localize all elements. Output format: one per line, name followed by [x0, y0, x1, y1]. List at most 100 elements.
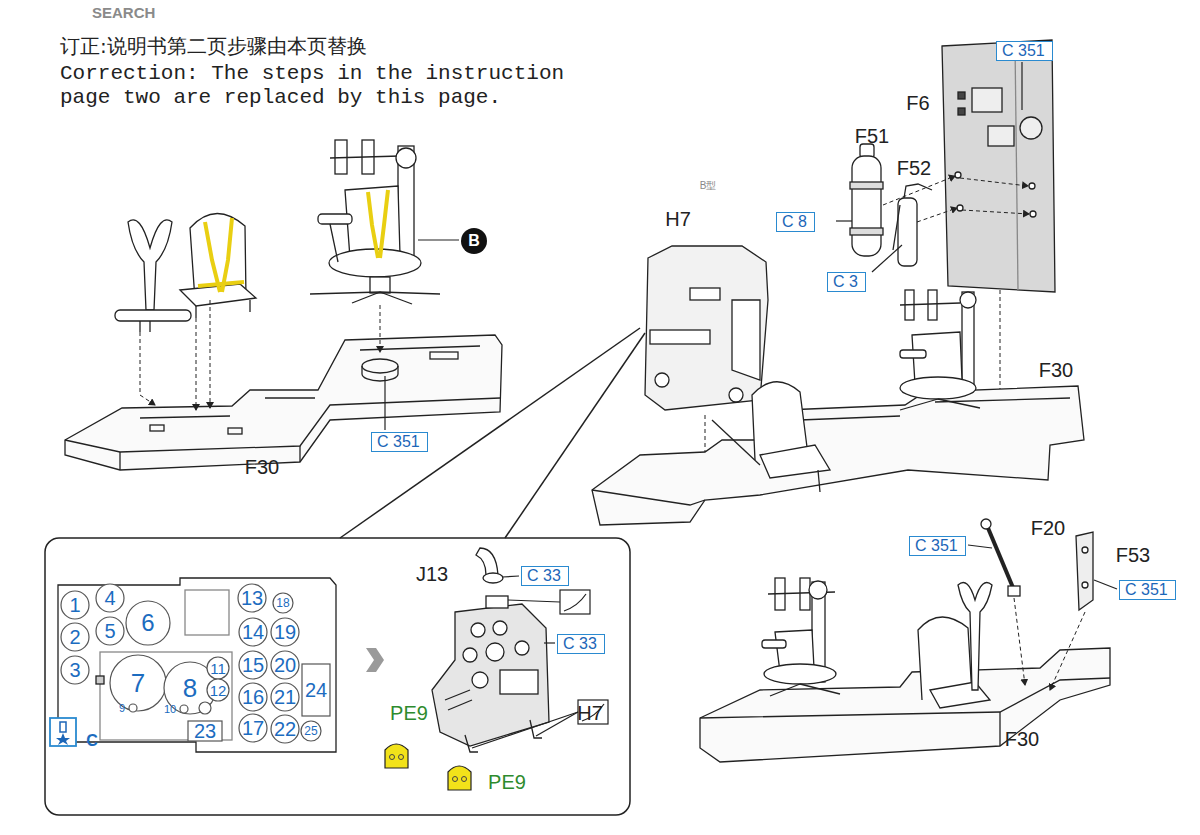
assembly-arrow — [962, 210, 1029, 214]
floor-part — [360, 346, 480, 350]
callout-number: 16 — [242, 686, 264, 709]
instrument-panel — [463, 648, 477, 662]
seat-belt — [205, 222, 220, 292]
detail-icon — [560, 590, 590, 614]
assembly-arrow — [140, 300, 380, 410]
bulkhead-panel — [1015, 44, 1018, 290]
step-arrow — [366, 648, 384, 672]
instrument-dial — [239, 683, 267, 711]
oxygen-bottle — [852, 156, 881, 256]
callout-number: 19 — [274, 621, 296, 644]
pilot-seat — [310, 292, 380, 294]
control-rod — [988, 528, 1014, 590]
floor-part — [397, 366, 398, 374]
pilot-seat — [329, 249, 421, 277]
callout-number: 4 — [104, 587, 115, 610]
part-number: F52 — [897, 157, 931, 180]
floor-part — [150, 425, 164, 431]
assembly-arrow — [917, 208, 957, 222]
seat-belt — [368, 190, 388, 258]
instrument-panel — [472, 672, 488, 688]
photo-etch-hole — [390, 755, 467, 782]
pilot-seat — [938, 399, 980, 408]
callout-number: 1 — [69, 594, 80, 617]
control-stick — [149, 321, 150, 332]
callout-number: 15 — [242, 654, 264, 677]
seat-belt — [198, 218, 244, 292]
instrument-dial — [239, 618, 267, 646]
color-callout-box: C 351 — [909, 536, 966, 556]
seat — [818, 470, 820, 492]
pilot-seat — [900, 350, 926, 358]
seat — [180, 213, 256, 318]
detail-icon — [564, 594, 586, 611]
leader-line — [418, 239, 459, 240]
floor-part — [65, 335, 502, 470]
oxygen-bottle — [850, 144, 883, 256]
pilot-seat — [762, 640, 786, 648]
callout-number: 11 — [210, 660, 226, 677]
instrument-panel — [448, 700, 472, 710]
color-code: C 8 — [782, 213, 807, 230]
instrument-dial — [96, 584, 124, 612]
pilot-seat — [345, 186, 400, 258]
instrument-panel — [732, 300, 760, 380]
callout-number: 13 — [241, 587, 263, 610]
photo-etch-part — [385, 744, 408, 768]
pilot-seat — [900, 377, 976, 399]
leader-line — [544, 642, 555, 643]
callout-number: 10 — [164, 703, 176, 716]
instrument-panel — [645, 246, 768, 410]
callout-number: 8 — [183, 673, 197, 703]
fire-extinguisher — [898, 198, 917, 266]
color-callout-box: C 33 — [557, 634, 605, 654]
leader-line — [1021, 62, 1022, 110]
instrument-panel — [465, 735, 478, 752]
instrument-dial — [61, 584, 330, 743]
title: 订正:说明书第二页步骤由本页替换 — [60, 33, 367, 60]
instrument-dial — [301, 721, 321, 741]
photo-etch-hole — [399, 755, 404, 760]
instrument-panel — [645, 246, 768, 410]
assembly-arrow — [1050, 612, 1085, 690]
floor-part — [65, 398, 500, 452]
floor-part — [65, 335, 502, 470]
callout-number: 5 — [104, 620, 115, 643]
part-number: F51 — [855, 125, 889, 148]
assembly-arrow — [1014, 598, 1085, 690]
floor-part — [140, 416, 230, 418]
assembly-arrow — [140, 332, 155, 405]
pilot-seat — [310, 140, 440, 304]
callout-number: 23 — [194, 720, 216, 743]
instrument-dial — [239, 651, 267, 679]
panel-decal — [58, 578, 336, 752]
small-part — [476, 548, 503, 583]
color-callout-box: C 33 — [521, 566, 569, 586]
floor-part — [119, 452, 120, 470]
callout-number: 9 — [119, 702, 125, 715]
small-part — [476, 548, 498, 575]
seat — [712, 420, 760, 465]
seat — [195, 306, 196, 318]
bracket-part — [1076, 532, 1093, 610]
instrument-panel — [500, 670, 538, 694]
leader-line — [836, 62, 1022, 272]
pilot-seat — [396, 148, 416, 168]
decal-symbol — [50, 718, 76, 746]
floor-part — [800, 416, 900, 420]
part-number: F30 — [1039, 359, 1073, 382]
seat-belt — [368, 192, 378, 258]
bulkhead-panel — [955, 172, 961, 178]
pilot-seat — [330, 156, 400, 158]
bulkhead-panel — [988, 126, 1014, 146]
bulkhead-panel — [942, 40, 1055, 292]
pilot-seat — [764, 664, 836, 684]
control-stick — [139, 321, 140, 332]
pilot-seat — [800, 578, 810, 610]
instrument-dial — [110, 655, 166, 711]
bulkhead-panel — [1020, 117, 1042, 139]
color-code: C 351 — [1125, 581, 1168, 598]
pilot-seat — [318, 214, 352, 224]
pilot-seat — [370, 277, 390, 293]
leader-line — [1094, 580, 1117, 589]
